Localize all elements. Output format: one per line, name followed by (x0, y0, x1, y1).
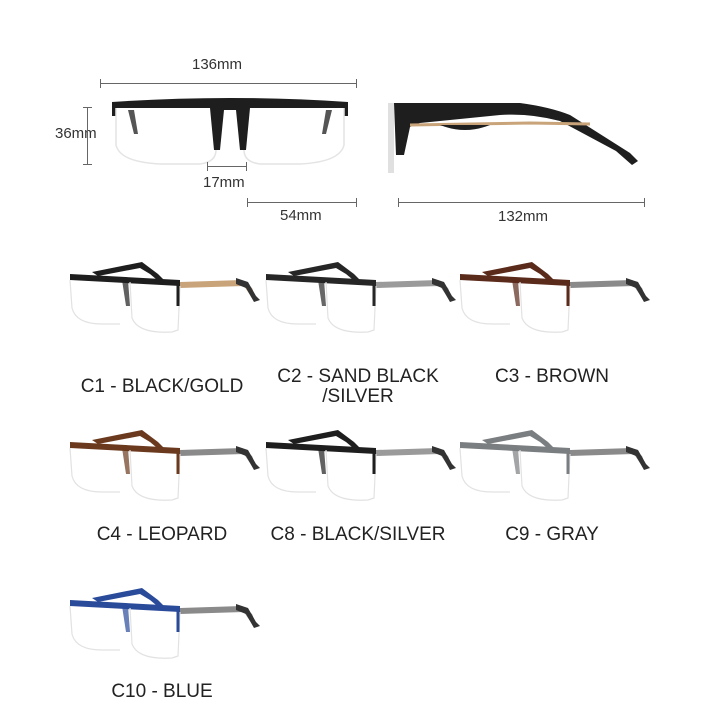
temple-length-line (398, 198, 645, 207)
total-width-line (100, 79, 357, 88)
variant-glasses-image (265, 430, 456, 501)
variant-label: C2 - SAND BLACK /SILVER (277, 366, 439, 407)
variant-label: C8 - BLACK/SILVER (270, 524, 446, 545)
bridge-width-label: 17mm (203, 174, 245, 191)
lens-height-line (83, 107, 92, 165)
variant-label: C9 - GRAY (505, 524, 599, 545)
variant-6: C9 - GRAY (452, 426, 652, 545)
variant-7: C10 - BLUE (62, 584, 262, 702)
side-view-glasses-image (388, 103, 638, 173)
side-view (380, 95, 650, 185)
variant-4: C4 - LEOPARD (62, 426, 262, 545)
temple-length-label: 132mm (498, 208, 549, 225)
variant-glasses-image (69, 588, 260, 659)
variant-label: C10 - BLUE (111, 681, 213, 702)
bridge-width-line (207, 162, 247, 171)
variant-glasses-image (265, 262, 456, 333)
total-width-label: 136mm (192, 56, 243, 73)
lens-height-label: 36mm (55, 125, 97, 142)
variant-label: C1 - BLACK/GOLD (80, 376, 244, 397)
variant-5: C8 - BLACK/SILVER (258, 426, 458, 545)
variant-glasses-image (459, 262, 650, 333)
variant-label: C3 - BROWN (495, 366, 609, 387)
variant-2: C2 - SAND BLACK /SILVER (258, 258, 458, 407)
front-view (100, 90, 360, 175)
variant-glasses-image (69, 262, 260, 333)
variant-1: C1 - BLACK/GOLD (62, 258, 262, 397)
lens-width-line (247, 198, 357, 207)
lens-width-label: 54mm (280, 207, 322, 224)
variant-label: C4 - LEOPARD (96, 524, 228, 545)
variant-glasses-image (459, 430, 650, 501)
front-view-glasses-image (112, 98, 348, 165)
variant-3: C3 - BROWN (452, 258, 652, 387)
variant-glasses-image (69, 430, 260, 501)
